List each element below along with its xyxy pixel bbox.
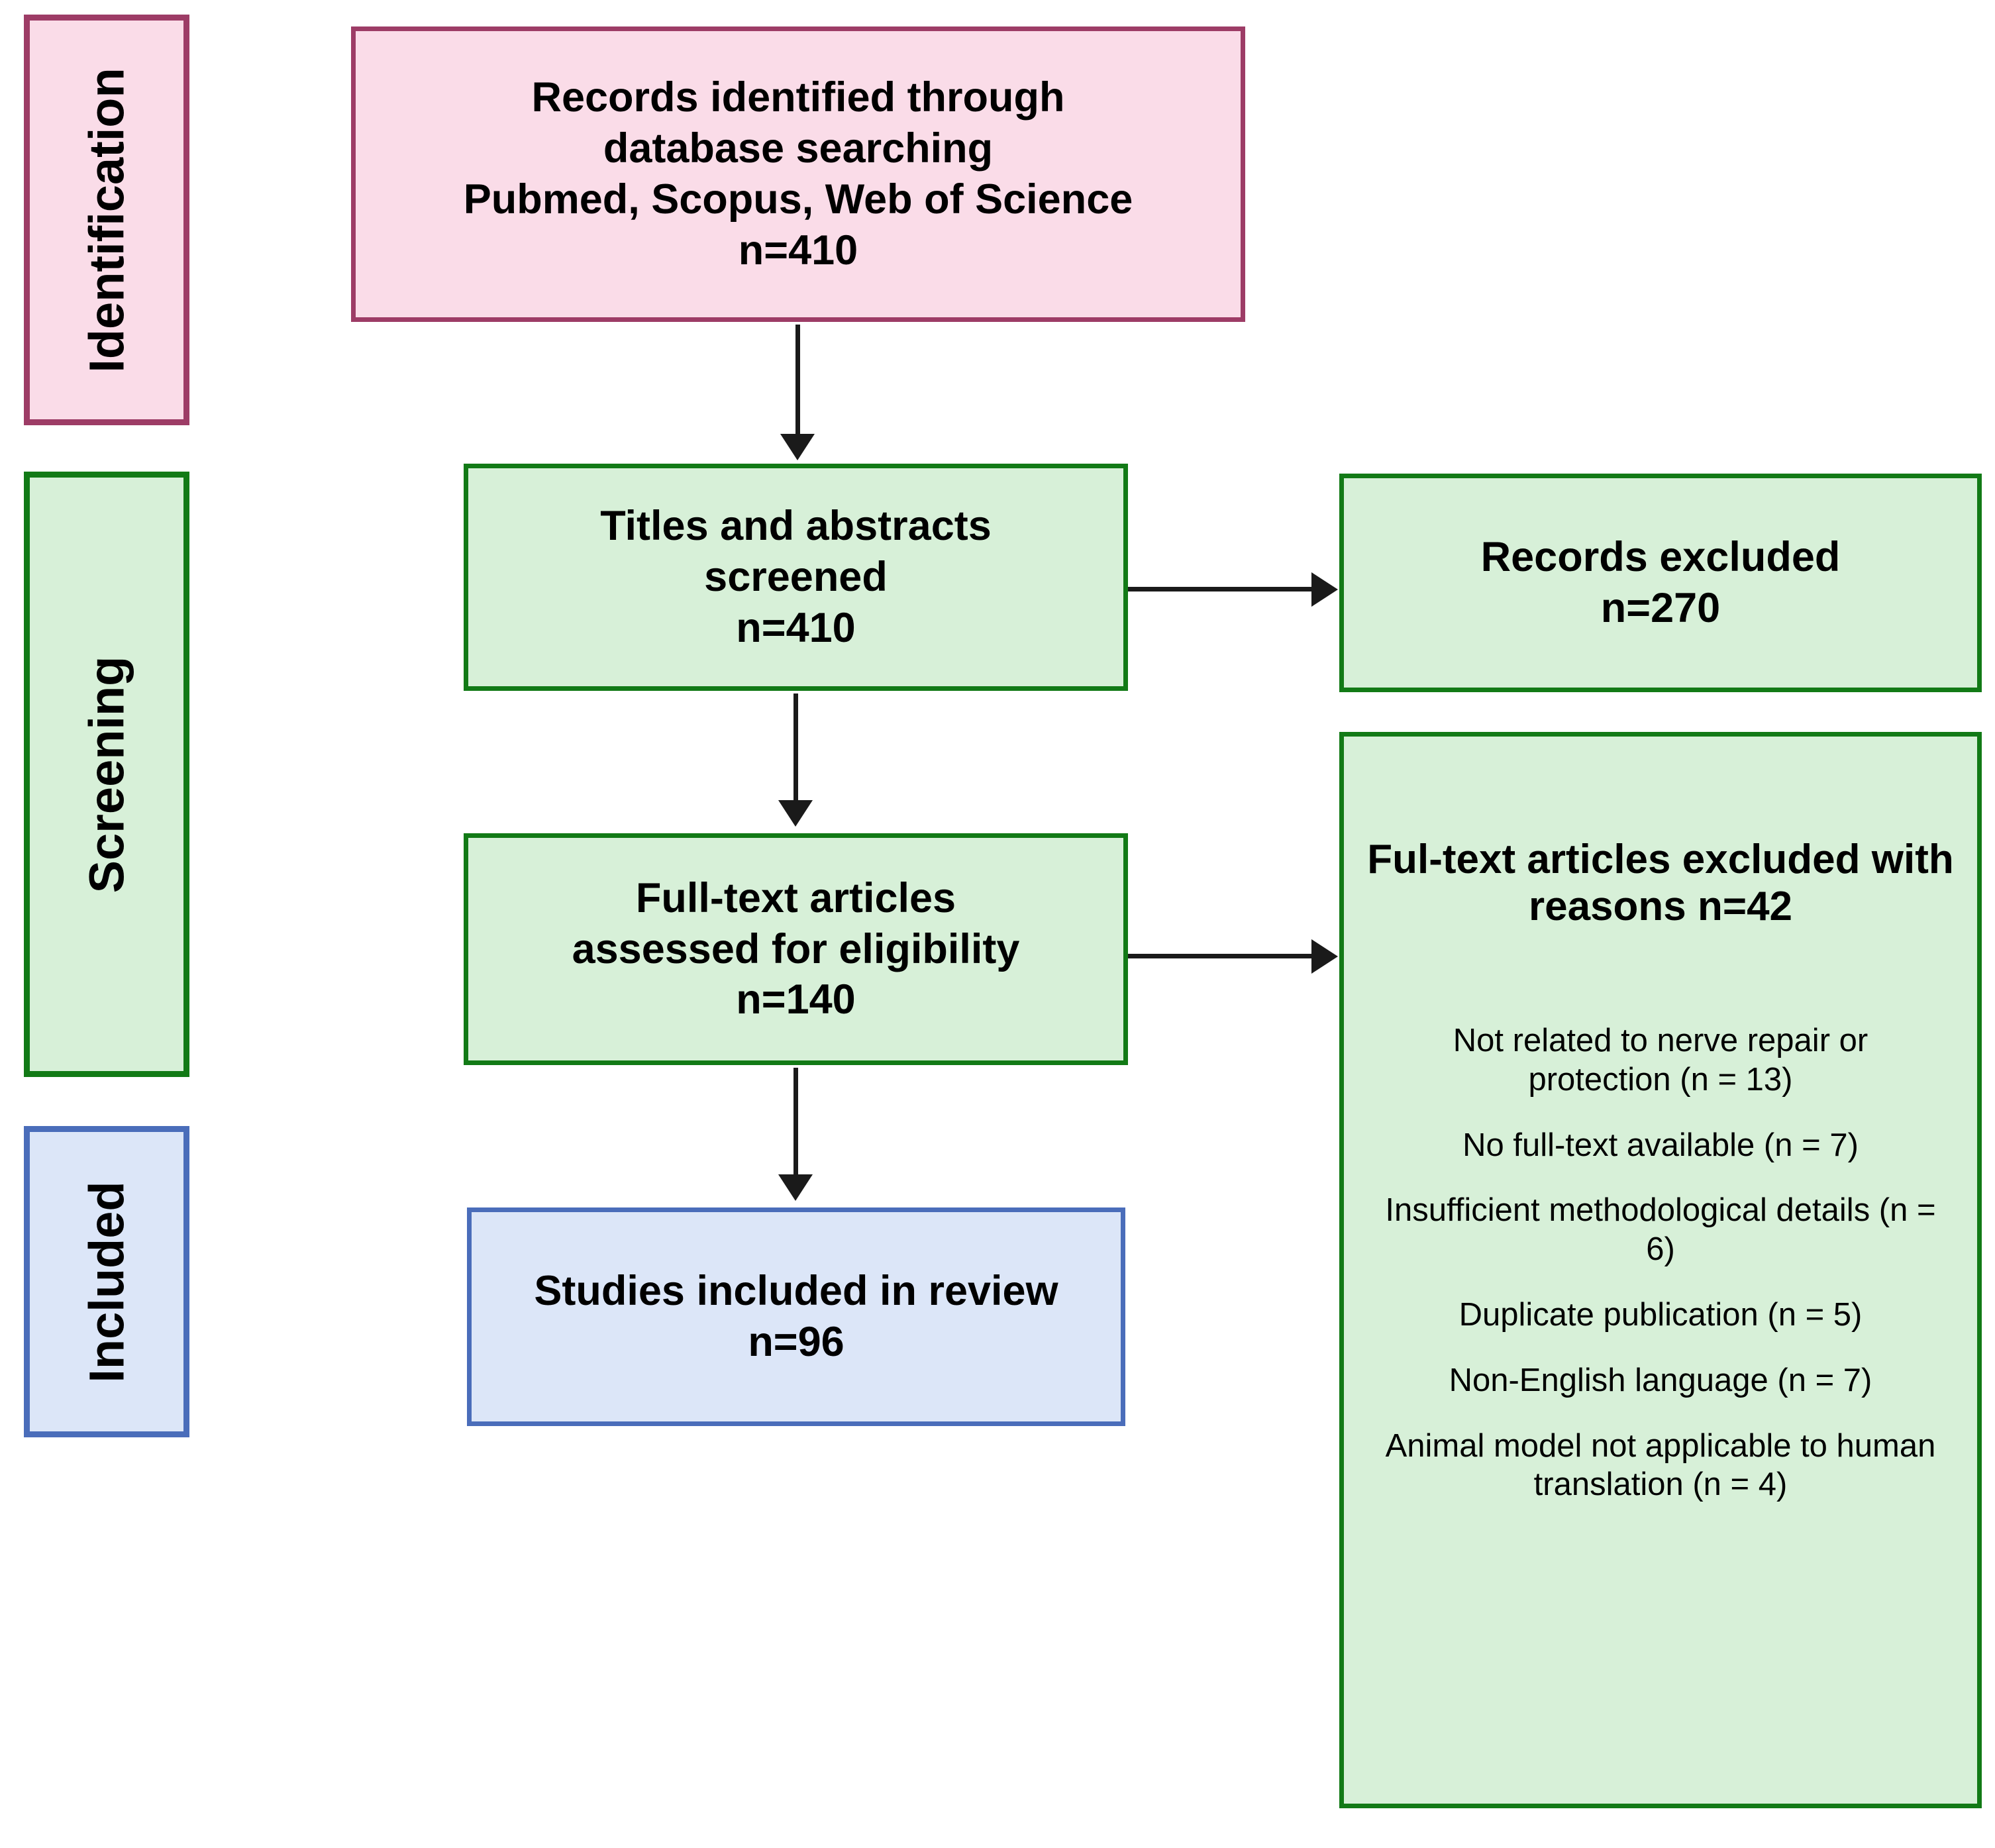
- stage-label-included-text: Included: [79, 1180, 134, 1383]
- stage-label-identification: Identification: [24, 15, 189, 425]
- studies-included-count: n=96: [748, 1319, 844, 1365]
- fulltext-excluded-header: Ful-text articles excluded with reasons …: [1344, 836, 1977, 930]
- box-fulltext-excluded-with-reasons: Ful-text articles excluded with reasons …: [1339, 732, 1982, 1808]
- screened-line-1: Titles and abstracts: [600, 503, 992, 550]
- screened-count: n=410: [736, 604, 856, 651]
- fulltext-excluded-line-1: Ful-text articles excluded: [1367, 837, 1861, 882]
- arrow-screened-to-records-excluded: [1311, 572, 1338, 607]
- arrow-identification-to-screened: [780, 434, 815, 460]
- connector-screened-to-eligibility: [793, 693, 798, 803]
- box-records-excluded: Records excluded n=270: [1339, 474, 1982, 692]
- stage-label-screening-text: Screening: [79, 656, 134, 893]
- stage-label-screening: Screening: [24, 472, 189, 1077]
- box-records-identified: Records identified through database sear…: [351, 26, 1245, 322]
- exclusion-reason-item: Insufficient methodological details (n =…: [1385, 1192, 1936, 1268]
- records-identified-line-2: database searching: [603, 125, 994, 172]
- exclusion-reason-item: Not related to nerve repair or protectio…: [1453, 1023, 1868, 1098]
- records-excluded-count: n=270: [1600, 585, 1721, 631]
- exclusion-reason-item: No full-text available (n = 7): [1462, 1127, 1859, 1163]
- box-studies-included: Studies included in review n=96: [467, 1207, 1125, 1426]
- connector-screened-to-records-excluded: [1128, 587, 1313, 591]
- box-fulltext-eligibility: Full-text articles assessed for eligibil…: [464, 833, 1128, 1065]
- arrow-eligibility-to-included: [778, 1174, 813, 1201]
- connector-eligibility-to-included: [793, 1068, 798, 1177]
- records-identified-line-3: Pubmed, Scopus, Web of Science: [463, 176, 1133, 223]
- screened-line-2: screened: [704, 554, 888, 601]
- eligibility-line-2: assessed for eligibility: [572, 925, 1020, 972]
- exclusion-reasons-list: Not related to nerve repair or protectio…: [1344, 1021, 1977, 1531]
- connector-eligibility-to-fulltext-excluded: [1128, 954, 1313, 958]
- arrow-screened-to-eligibility: [778, 800, 813, 827]
- eligibility-count: n=140: [736, 976, 856, 1023]
- records-identified-count: n=410: [738, 227, 858, 274]
- arrow-eligibility-to-fulltext-excluded: [1311, 939, 1338, 974]
- stage-label-identification-text: Identification: [79, 67, 134, 373]
- box-titles-abstracts-screened: Titles and abstracts screened n=410: [464, 464, 1128, 691]
- exclusion-reason-item: Duplicate publication (n = 5): [1458, 1296, 1863, 1333]
- exclusion-reason-item: Animal model not applicable to human tra…: [1385, 1427, 1936, 1503]
- records-excluded-line-1: Records excluded: [1480, 534, 1841, 581]
- eligibility-line-1: Full-text articles: [635, 874, 956, 921]
- fulltext-excluded-line-2: with reasons: [1528, 837, 1954, 929]
- fulltext-excluded-count: n=42: [1698, 884, 1793, 929]
- stage-label-included: Included: [24, 1126, 189, 1437]
- exclusion-reason-item: Non-English language (n = 7): [1449, 1362, 1872, 1398]
- studies-included-line-1: Studies included in review: [534, 1268, 1058, 1315]
- connector-identification-to-screened: [795, 325, 800, 437]
- records-identified-line-1: Records identified through: [531, 74, 1065, 121]
